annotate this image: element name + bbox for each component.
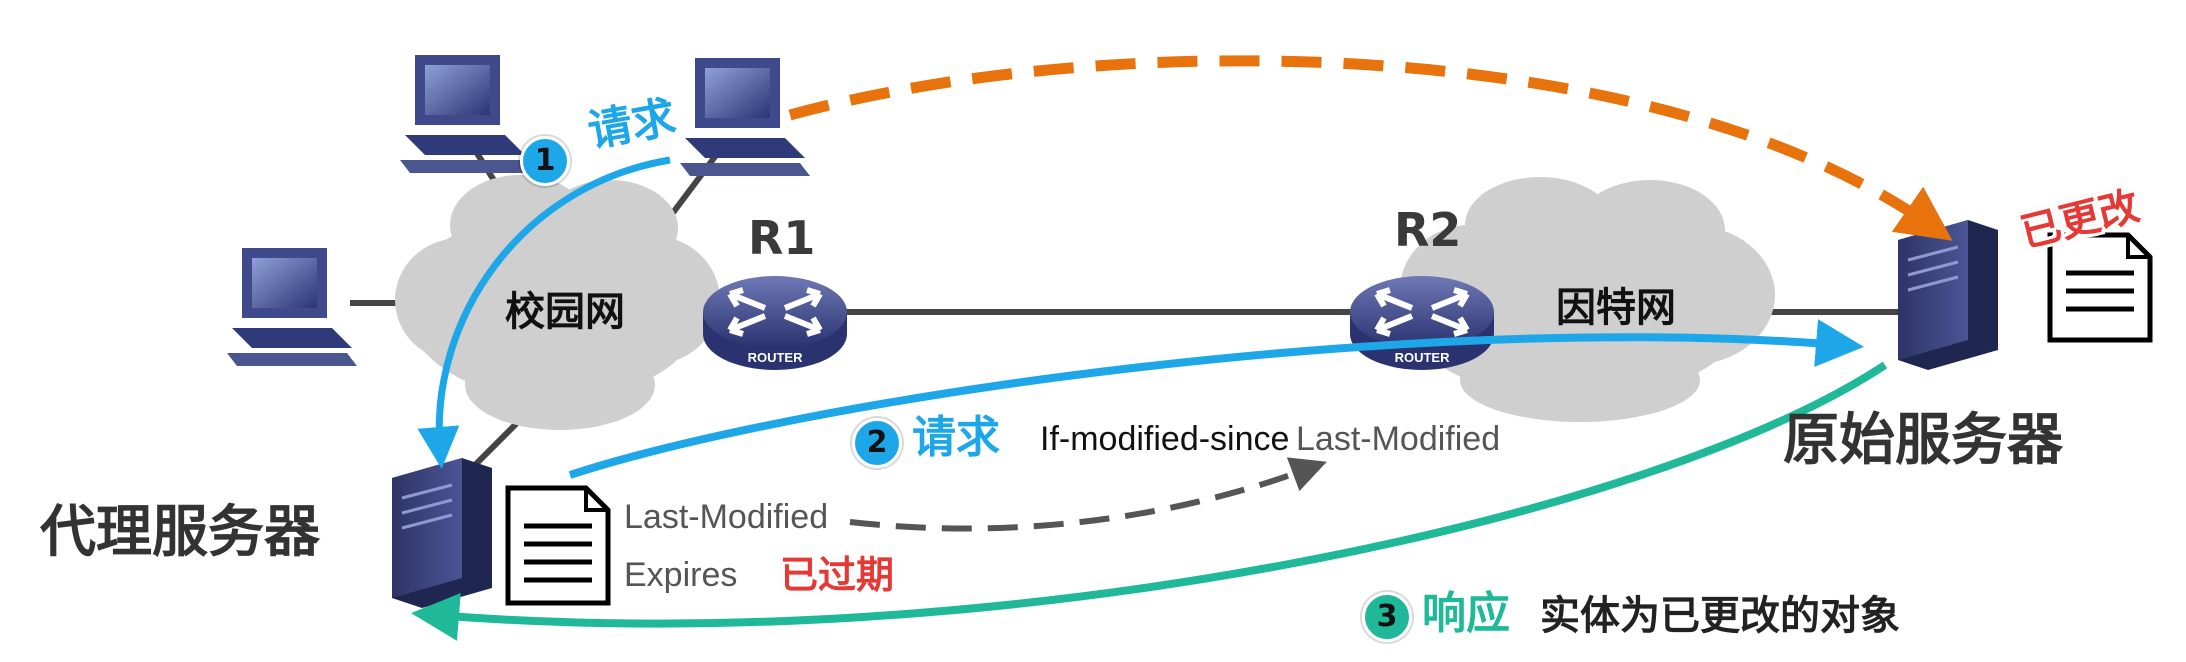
- proxy-doc-field-last-modified: Last-Modified: [624, 498, 829, 536]
- step2-value: Last-Modified: [1296, 420, 1501, 458]
- step2-badge: 2: [852, 418, 902, 468]
- step3-keyword: 响应: [1422, 588, 1510, 639]
- campus-network-label: 校园网: [505, 289, 625, 335]
- router-r2-label: R2: [1394, 203, 1462, 257]
- computer-icon: [227, 248, 357, 366]
- origin-server-label: 原始服务器: [1783, 408, 2063, 473]
- arrow-last-modified: [849, 457, 1327, 532]
- document-icon-proxy: [505, 485, 611, 606]
- proxy-doc-field-expires: Expires: [624, 556, 738, 594]
- step2-keyword: 请求: [912, 412, 1000, 463]
- arrow-step3-response: [411, 361, 1888, 641]
- arrow-step1-request: [417, 156, 671, 469]
- expired-stamp: 已过期: [780, 553, 895, 597]
- proxy-server-label: 代理服务器: [40, 500, 320, 565]
- router-label-r1: ROUTER: [748, 350, 804, 365]
- cloud-icon-internet: [1400, 177, 1775, 422]
- router-r1-label: R1: [748, 211, 816, 265]
- document-icon-origin: [2047, 232, 2153, 343]
- arrow-step2-request: [568, 319, 1864, 479]
- server-icon-origin: [1898, 220, 1998, 370]
- arrow-direct-request: [788, 55, 1953, 241]
- internet-label: 因特网: [1556, 285, 1676, 331]
- server-icon-proxy: [392, 458, 492, 608]
- router-label-r2: ROUTER: [1395, 350, 1451, 365]
- step1-badge: 1: [520, 136, 570, 186]
- step3-badge: 3: [1362, 592, 1412, 642]
- step2-header: If-modified-since: [1040, 420, 1290, 458]
- step3-note: 实体为已更改的对象: [1540, 593, 1900, 639]
- cloud-icon-campus: [395, 175, 720, 430]
- computer-icon: [680, 58, 810, 176]
- router-icon-r1: ROUTER: [703, 276, 847, 370]
- computer-icon: [400, 55, 530, 173]
- router-icon-r2: ROUTER: [1350, 276, 1494, 370]
